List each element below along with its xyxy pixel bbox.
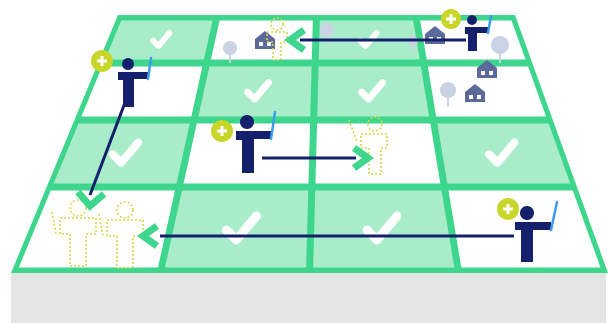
plus-badge-icon — [497, 198, 519, 220]
grid-cell — [198, 67, 311, 117]
plus-badge-icon — [211, 120, 233, 142]
grid-cell — [165, 191, 308, 268]
plus-badge-icon — [91, 50, 113, 72]
base-shelf — [11, 271, 606, 323]
plus-badge-icon — [441, 9, 461, 29]
grid-cell — [105, 21, 212, 60]
